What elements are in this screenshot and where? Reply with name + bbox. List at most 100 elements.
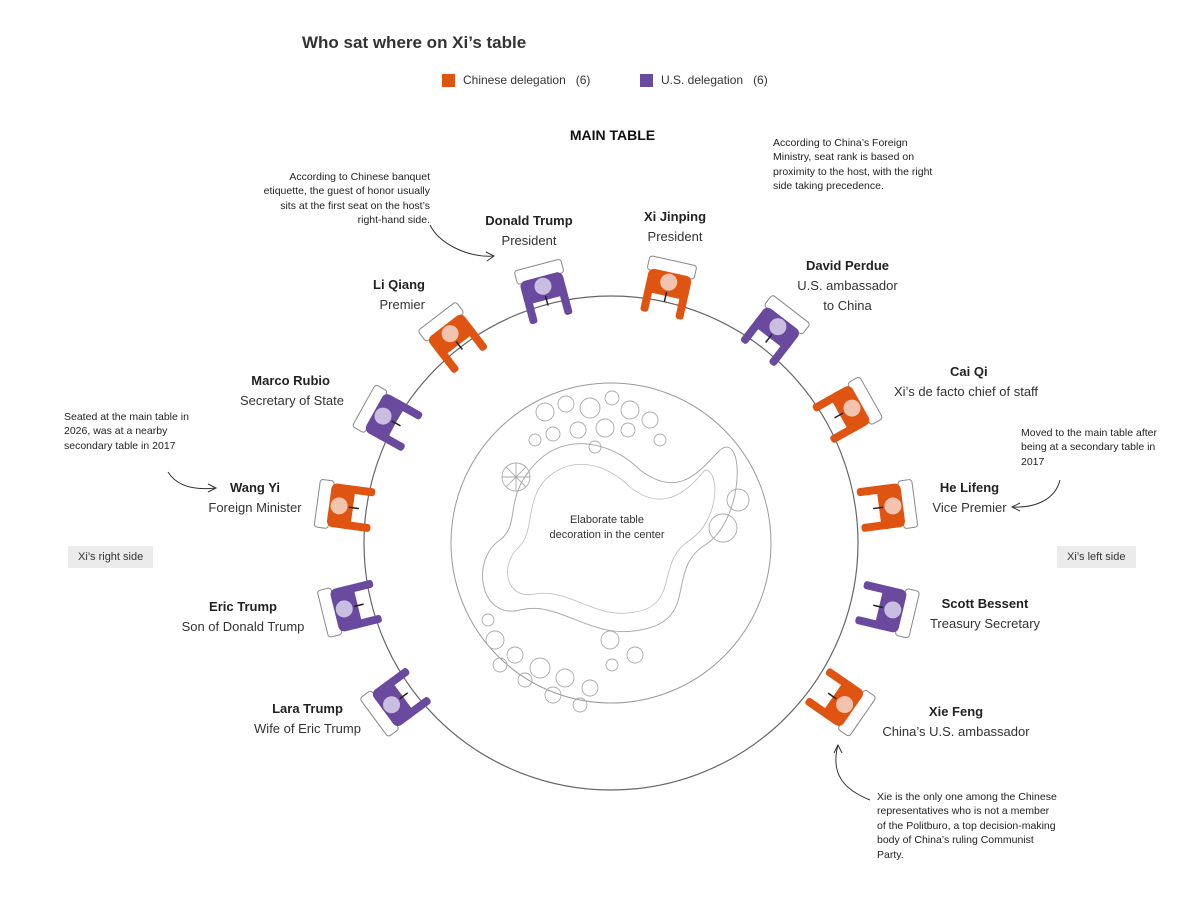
tie bbox=[827, 692, 837, 700]
arm-right bbox=[558, 285, 573, 315]
legend-count-us: (6) bbox=[753, 73, 768, 87]
label-eric-trump: Eric Trump Son of Donald Trump bbox=[168, 597, 318, 637]
name-xie-feng: Xie Feng bbox=[928, 704, 984, 719]
center-decoration-text: Elaborate table decoration in the center bbox=[549, 514, 665, 542]
annotation-arrows bbox=[167, 224, 1061, 801]
arm-left bbox=[740, 317, 764, 344]
head bbox=[329, 496, 349, 516]
name-eric-trump: Eric Trump bbox=[209, 599, 277, 614]
decoration-bubbles-right bbox=[708, 488, 750, 543]
arm-left bbox=[340, 520, 371, 532]
decoration-ribbon-inner bbox=[507, 464, 716, 614]
arm-right bbox=[805, 697, 833, 720]
arm-left bbox=[863, 581, 894, 595]
tie bbox=[353, 603, 364, 608]
tie bbox=[873, 604, 884, 609]
note-wang-yi: Seated at the main table in 2026, was at… bbox=[64, 411, 189, 452]
name-lara-trump: Lara Trump bbox=[272, 701, 343, 716]
decoration-flowers-top bbox=[528, 390, 667, 454]
page-title: Who sat where on Xi’s table bbox=[302, 33, 527, 52]
tie bbox=[765, 334, 773, 343]
label-li-qiang: Li Qiang Premier bbox=[325, 275, 425, 315]
name-li-qiang: Li Qiang bbox=[373, 277, 425, 292]
seat-cai-qi bbox=[812, 376, 883, 443]
tie bbox=[399, 692, 409, 700]
tie bbox=[544, 295, 549, 306]
legend-label-china: Chinese delegation bbox=[463, 73, 566, 87]
label-lara-trump: Lara Trump Wife of Eric Trump bbox=[245, 699, 370, 739]
arm-left bbox=[523, 294, 538, 325]
main-table-outline bbox=[363, 295, 859, 791]
arm-left bbox=[376, 431, 405, 451]
label-donald-trump: Donald Trump President bbox=[469, 211, 589, 251]
label-marco-rubio: Marco Rubio Secretary of State bbox=[214, 371, 344, 411]
seat-marco-rubio bbox=[352, 385, 423, 451]
seat-scott-bessent bbox=[855, 581, 920, 639]
legend-item-us: U.S. delegation (6) bbox=[640, 73, 768, 87]
label-cai-qi: Cai Qi Xi’s de facto chief of staff bbox=[894, 362, 1064, 402]
role-cai-qi: Xi’s de facto chief of staff bbox=[894, 384, 1039, 400]
head bbox=[883, 496, 903, 516]
seat-xi-jinping bbox=[640, 255, 697, 320]
head bbox=[334, 599, 354, 619]
name-marco-rubio: Marco Rubio bbox=[251, 373, 330, 388]
tie bbox=[873, 506, 884, 510]
role-xi-jinping: President bbox=[647, 229, 703, 245]
decoration-umbrella bbox=[501, 462, 531, 492]
seat-lara-trump bbox=[360, 668, 431, 737]
decoration-ribbon bbox=[482, 443, 738, 633]
head bbox=[835, 695, 855, 715]
role-wang-yi: Foreign Minister bbox=[208, 500, 302, 516]
arm-left bbox=[825, 668, 853, 690]
legend-item-china: Chinese delegation (6) bbox=[442, 73, 590, 87]
arm-right bbox=[855, 616, 886, 630]
role-li-qiang: Premier bbox=[379, 297, 425, 313]
name-cai-qi: Cai Qi bbox=[950, 364, 988, 379]
role-xie-feng: China’s U.S. ambassador bbox=[882, 724, 1030, 740]
seats-layer bbox=[313, 255, 920, 737]
tie bbox=[663, 291, 668, 302]
arm-right bbox=[861, 520, 892, 532]
name-scott-bessent: Scott Bessent bbox=[941, 596, 1029, 611]
role-lara-trump: Wife of Eric Trump bbox=[254, 721, 361, 737]
name-he-lifeng: He Lifeng bbox=[939, 480, 1000, 495]
decoration-ring bbox=[450, 382, 772, 704]
label-wang-yi: Wang Yi Foreign Minister bbox=[195, 478, 315, 518]
arm-right bbox=[464, 324, 488, 351]
label-scott-bessent: Scott Bessent Treasury Secretary bbox=[925, 594, 1045, 634]
seat-xie-feng bbox=[805, 668, 876, 737]
name-david-perdue: David Perdue bbox=[805, 258, 890, 273]
arm-left bbox=[856, 485, 887, 497]
legend-label-us: U.S. delegation bbox=[661, 73, 744, 87]
head bbox=[659, 272, 679, 292]
tie bbox=[391, 420, 401, 427]
arm-right bbox=[394, 399, 423, 420]
head bbox=[883, 600, 903, 620]
label-david-perdue: David Perdue U.S. ambassador to China bbox=[785, 256, 910, 316]
arm-left bbox=[436, 346, 459, 373]
tie bbox=[834, 412, 844, 419]
note-ministry: According to China’s Foreign Ministry, s… bbox=[773, 137, 933, 193]
label-xi-jinping: Xi Jinping President bbox=[615, 207, 735, 247]
arm-right bbox=[343, 580, 374, 594]
name-wang-yi: Wang Yi bbox=[229, 480, 281, 495]
seat-donald-trump bbox=[514, 259, 573, 325]
legend-count-china: (6) bbox=[575, 73, 591, 87]
role-marco-rubio: Secretary of State bbox=[239, 393, 344, 409]
label-he-lifeng: He Lifeng Vice Premier bbox=[927, 478, 1012, 518]
role-david-perdue: U.S. ambassador to China bbox=[797, 278, 898, 314]
seat-david-perdue bbox=[740, 295, 810, 366]
arm-left bbox=[640, 281, 654, 312]
arm-left bbox=[352, 614, 382, 629]
head bbox=[382, 695, 402, 715]
decoration-flowers-bottom bbox=[481, 613, 644, 713]
note-etiquette: According to Chinese banquet etiquette, … bbox=[263, 171, 430, 227]
arm-right bbox=[830, 423, 859, 443]
name-xi-jinping: Xi Jinping bbox=[643, 209, 707, 224]
head bbox=[440, 324, 460, 344]
arm-left bbox=[404, 697, 431, 719]
arm-left bbox=[812, 391, 841, 412]
note-xie-feng: Xie is the only one among the Chinese re… bbox=[877, 791, 1057, 861]
main-table-label: MAIN TABLE bbox=[569, 127, 656, 143]
